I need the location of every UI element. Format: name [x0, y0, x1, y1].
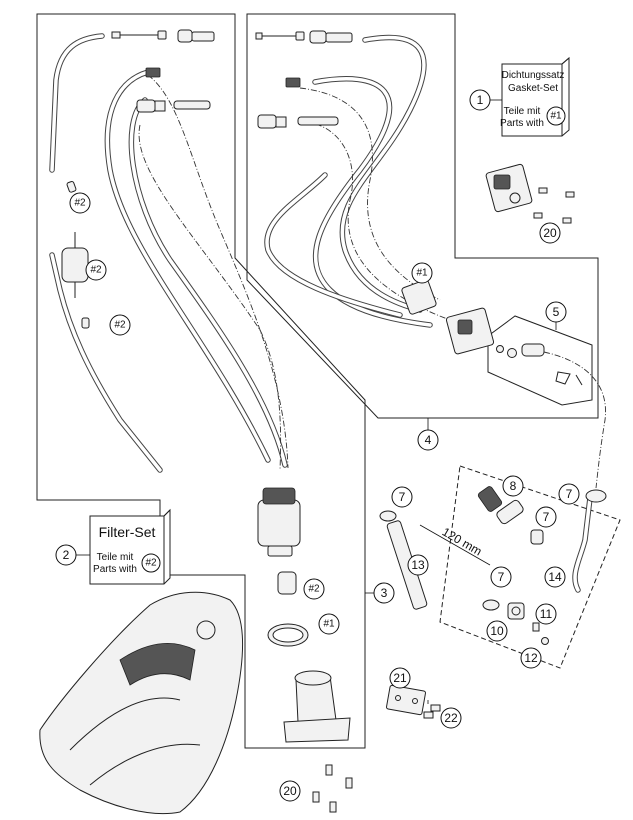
- svg-text:#2: #2: [90, 265, 102, 276]
- svg-text:7: 7: [399, 490, 406, 504]
- filter-box-title: Filter-Set: [99, 524, 156, 540]
- callout-10: 10: [486, 620, 508, 642]
- callout-4: 4: [417, 429, 439, 451]
- svg-text:#2: #2: [74, 198, 86, 209]
- callout-20-b: 20: [279, 780, 301, 802]
- callout-8: 8: [502, 475, 524, 497]
- dimension-annotation: 120 mm: [419, 525, 491, 566]
- svg-text:13: 13: [411, 558, 425, 572]
- svg-text:20: 20: [283, 784, 297, 798]
- callout-13: 13: [407, 554, 429, 576]
- callout-21: 21: [389, 667, 411, 689]
- filter-box-line2: Parts with: [93, 564, 137, 575]
- ref-2-b: #2: [85, 259, 107, 281]
- callout-20-a: 20: [539, 222, 561, 244]
- fuel-pump-unit: [257, 487, 301, 595]
- svg-text:#1: #1: [416, 268, 428, 279]
- filter-box-ref: #2: [141, 553, 161, 573]
- loose-screws-bottom: [312, 764, 353, 813]
- assembly-outline-right: [246, 13, 599, 419]
- gasket-box-line2: Parts with: [500, 118, 544, 129]
- ref-2-a: #2: [69, 192, 91, 214]
- part-5-box: [487, 315, 593, 406]
- svg-text:14: 14: [548, 570, 562, 584]
- svg-text:4: 4: [425, 433, 432, 447]
- connectors-top-right: [255, 30, 353, 129]
- svg-text:10: 10: [490, 624, 504, 638]
- callout-12: 12: [520, 647, 542, 669]
- callout-3: 3: [373, 582, 395, 604]
- ref-2-d: #2: [303, 578, 325, 600]
- callout-7-c: 7: [535, 506, 557, 528]
- gasket-box-title-en: Gasket-Set: [508, 83, 558, 94]
- callout-7-b: 7: [558, 483, 580, 505]
- dimension-label: 120 mm: [440, 525, 485, 559]
- fuel-sensor-flange: [485, 163, 575, 224]
- callout-14: 14: [544, 566, 566, 588]
- assembly-outline-left: [36, 13, 366, 749]
- svg-text:3: 3: [381, 586, 388, 600]
- tank-flange-fitting: [401, 279, 495, 355]
- gasket-box-title-de: Dichtungssatz: [502, 70, 565, 81]
- callout-2: 2: [55, 544, 77, 566]
- filter-box-line1: Teile mit: [97, 552, 134, 563]
- svg-text:#2: #2: [114, 320, 126, 331]
- svg-text:#1: #1: [550, 111, 562, 122]
- filter-set-box: Filter-Set Teile mit Parts with #2: [89, 508, 171, 585]
- callout-7-a: 7: [391, 486, 413, 508]
- svg-text:11: 11: [540, 607, 553, 621]
- mounting-plate-and-screws: [386, 684, 441, 719]
- svg-text:1: 1: [477, 93, 484, 107]
- ref-2-c: #2: [109, 314, 131, 336]
- ref-1-a: #1: [411, 262, 433, 284]
- callout-7-d: 7: [490, 566, 512, 588]
- fuel-hoses-right: [264, 34, 451, 328]
- callout-5: 5: [545, 301, 567, 323]
- connectors-top-left: [111, 29, 215, 113]
- svg-text:22: 22: [444, 711, 458, 725]
- svg-text:#2: #2: [145, 558, 157, 569]
- inline-fuel-filter: [61, 180, 90, 329]
- svg-text:5: 5: [553, 305, 560, 319]
- gasket-box-line1: Teile mit: [504, 106, 541, 117]
- svg-text:2: 2: [63, 548, 70, 562]
- svg-text:7: 7: [498, 570, 505, 584]
- gasket-set-box: Dichtungssatz Gasket-Set Teile mit Parts…: [500, 56, 570, 137]
- callout-1: 1: [469, 89, 491, 111]
- fuel-tank: [39, 591, 244, 815]
- svg-text:#1: #1: [323, 619, 335, 630]
- callout-11: 11: [535, 603, 557, 625]
- svg-text:21: 21: [393, 671, 407, 685]
- svg-text:12: 12: [524, 651, 538, 665]
- fuel-hoses-left: [49, 33, 289, 473]
- injector-group-parts: [379, 486, 607, 645]
- leader-lines: [76, 99, 557, 704]
- svg-text:20: 20: [543, 226, 557, 240]
- ref-1-b: #1: [318, 613, 340, 635]
- pump-gasket-set: [267, 623, 351, 743]
- svg-text:8: 8: [510, 479, 517, 493]
- part-5-vent-valve: [496, 343, 606, 489]
- svg-text:7: 7: [543, 510, 550, 524]
- svg-text:#2: #2: [308, 584, 320, 595]
- callout-22: 22: [440, 707, 462, 729]
- gasket-box-ref: #1: [546, 106, 566, 126]
- svg-text:7: 7: [566, 487, 573, 501]
